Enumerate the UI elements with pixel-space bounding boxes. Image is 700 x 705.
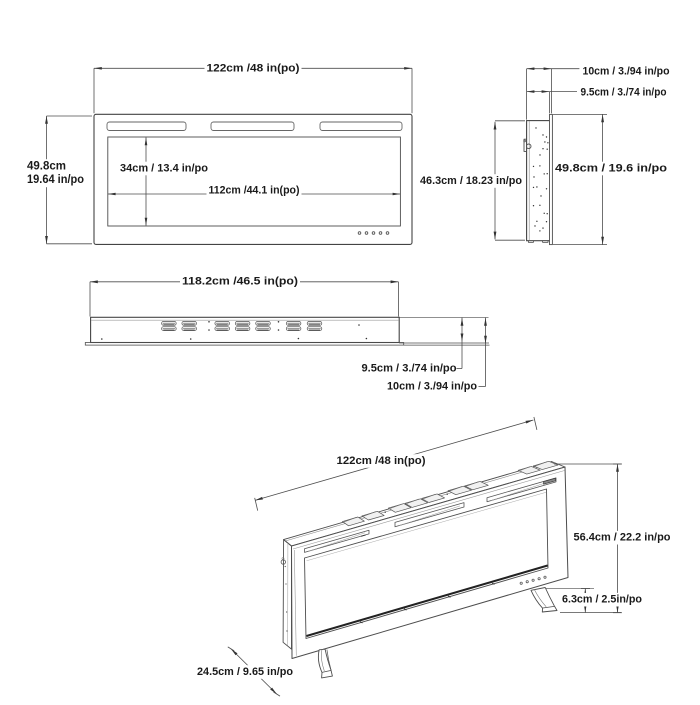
svg-text:24.5cm / 9.65 in/po: 24.5cm / 9.65 in/po bbox=[197, 666, 293, 678]
svg-text:34cm / 13.4 in/po: 34cm / 13.4 in/po bbox=[120, 163, 208, 175]
svg-text:122cm /48 in(po): 122cm /48 in(po) bbox=[207, 62, 300, 74]
svg-text:6.3cm / 2.5in/po: 6.3cm / 2.5in/po bbox=[562, 594, 642, 606]
svg-text:49.8cm: 49.8cm bbox=[27, 160, 66, 172]
svg-text:122cm /48 in(po): 122cm /48 in(po) bbox=[337, 455, 426, 467]
svg-text:112cm /44.1 in(po): 112cm /44.1 in(po) bbox=[209, 185, 300, 197]
svg-text:9.5cm / 3./74 in/po: 9.5cm / 3./74 in/po bbox=[362, 363, 457, 375]
svg-text:10cm / 3./94 in/po: 10cm / 3./94 in/po bbox=[583, 65, 670, 77]
svg-text:19.64 in/po: 19.64 in/po bbox=[27, 174, 84, 186]
svg-text:56.4cm / 22.2 in/po: 56.4cm / 22.2 in/po bbox=[574, 532, 671, 544]
svg-text:49.8cm / 19.6 in/po: 49.8cm / 19.6 in/po bbox=[555, 163, 667, 175]
svg-text:46.3cm / 18.23 in/po: 46.3cm / 18.23 in/po bbox=[420, 175, 522, 187]
svg-text:9.5cm / 3./74 in/po: 9.5cm / 3./74 in/po bbox=[581, 86, 667, 98]
svg-text:118.2cm /46.5 in(po): 118.2cm /46.5 in(po) bbox=[182, 276, 298, 288]
svg-text:10cm / 3./94 in/po: 10cm / 3./94 in/po bbox=[387, 381, 477, 393]
